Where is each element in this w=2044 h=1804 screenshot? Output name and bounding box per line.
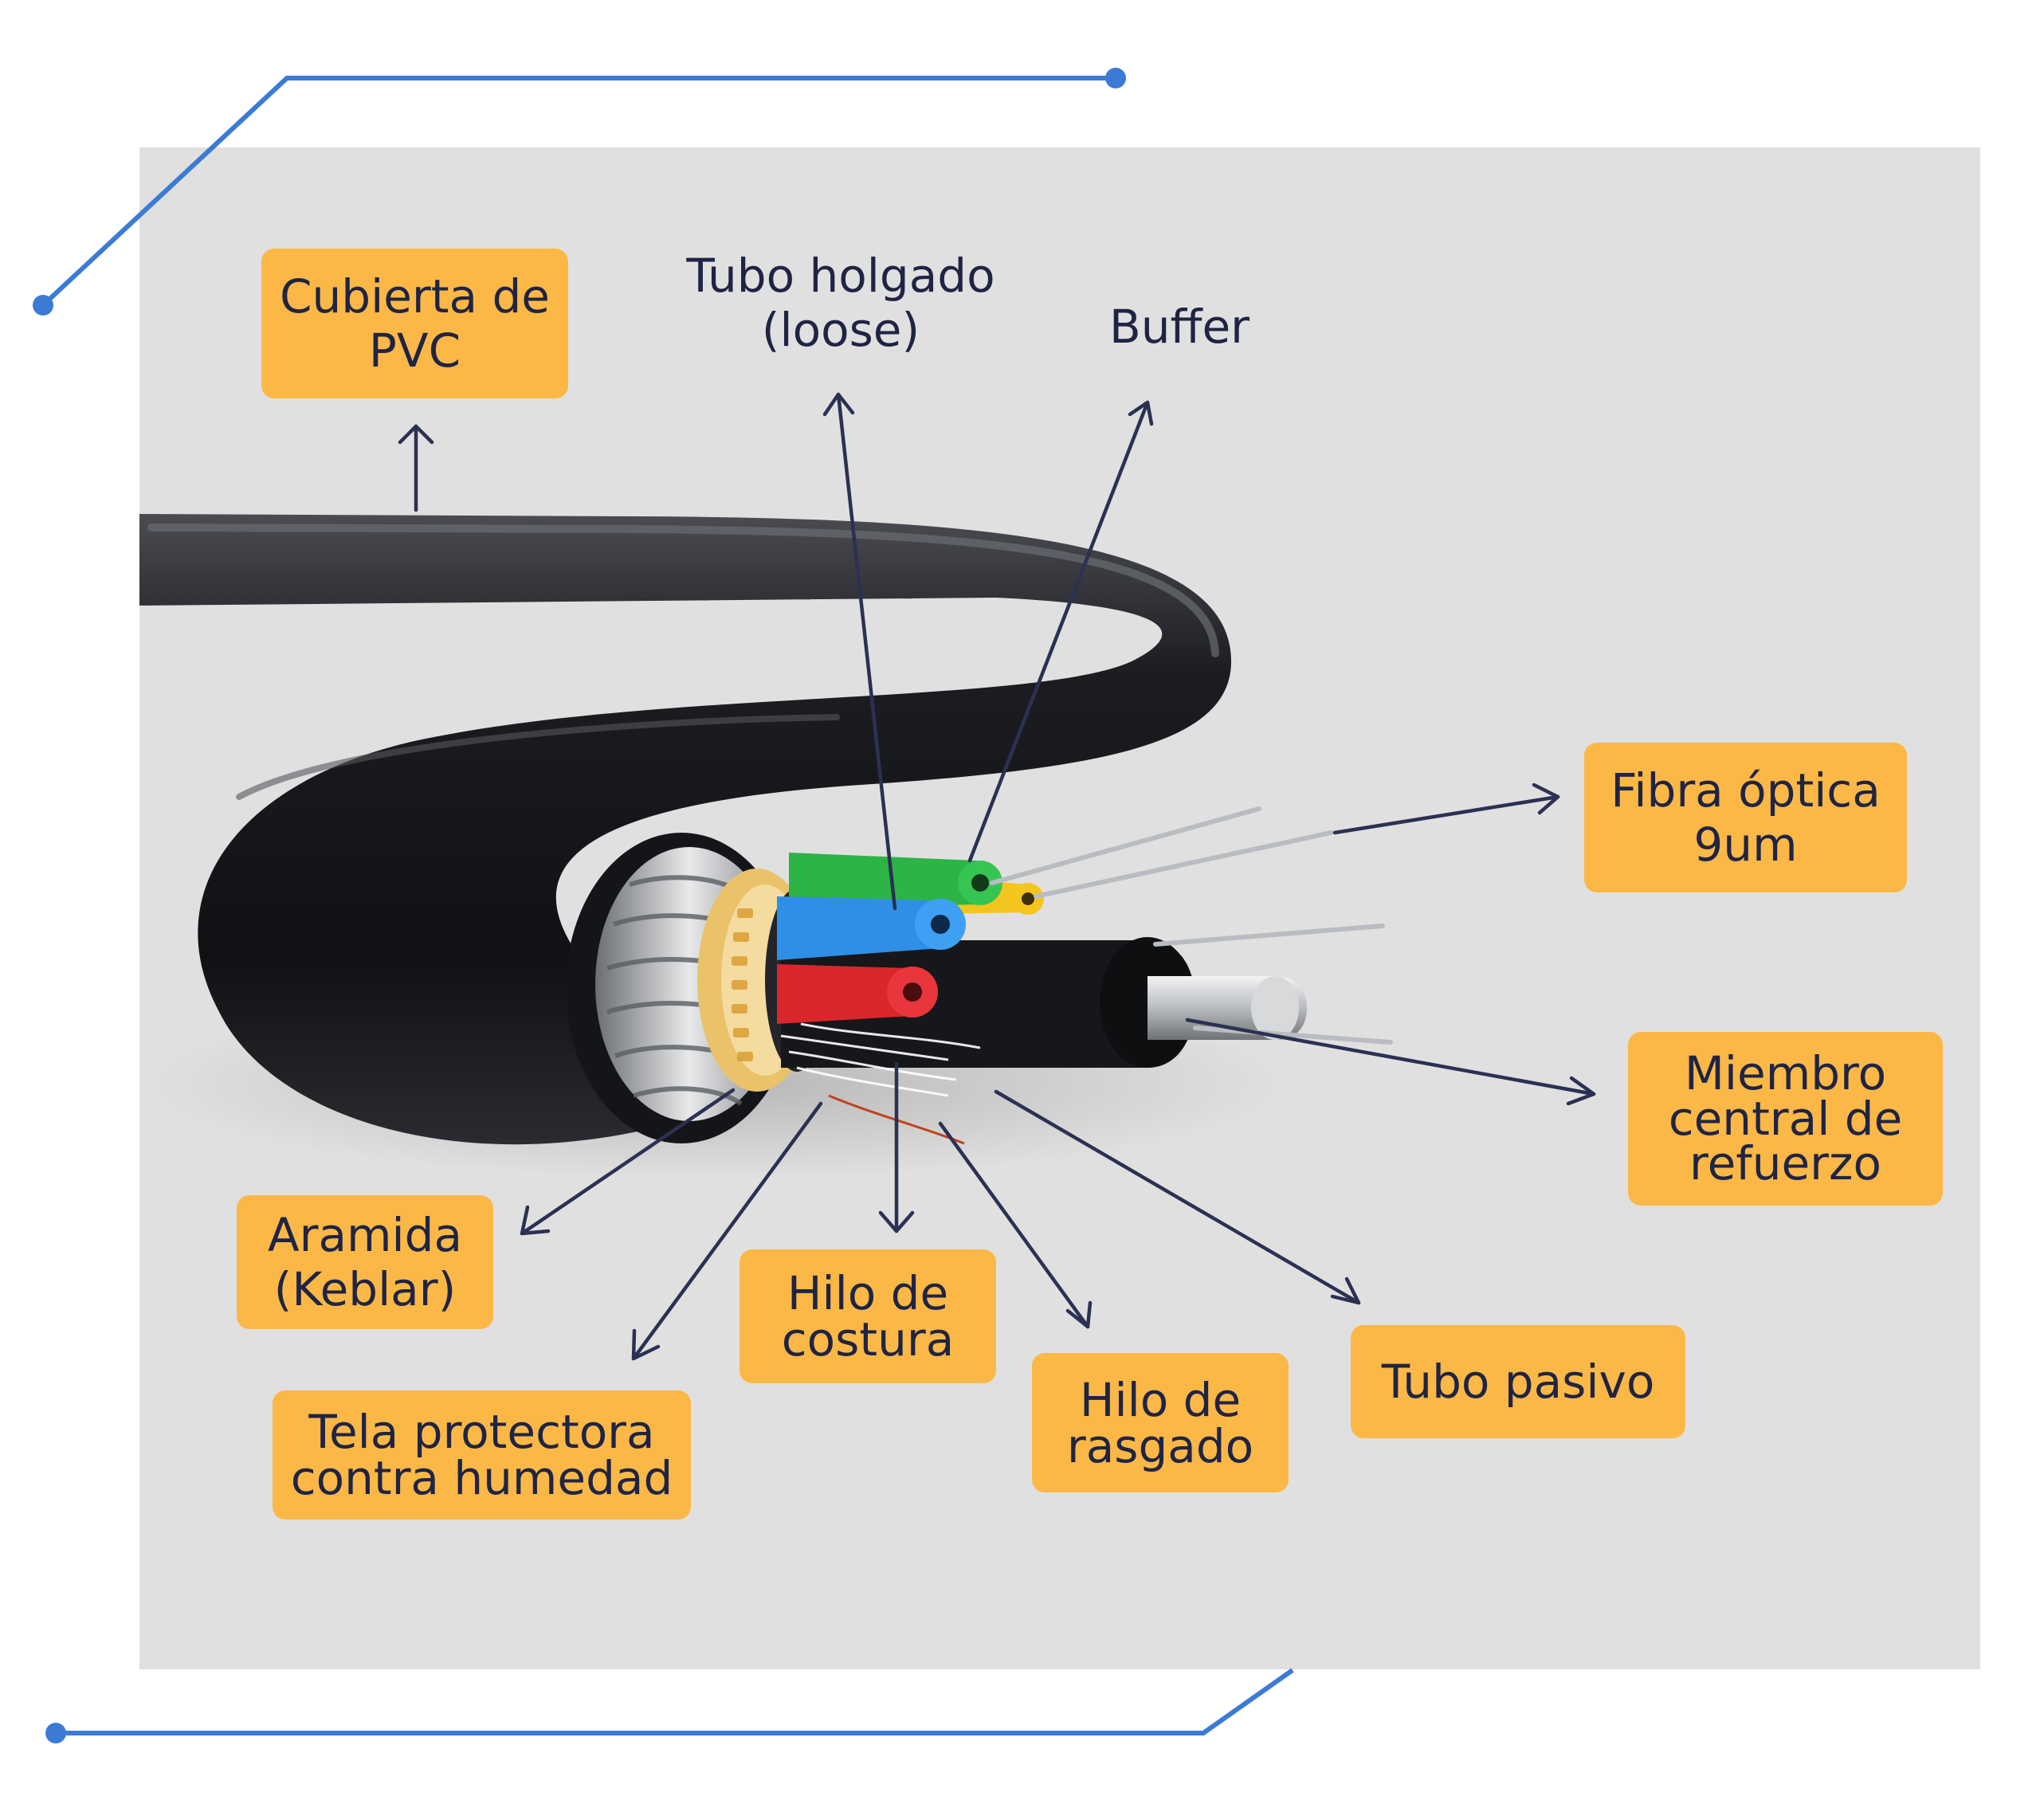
label-hilo-rasgado: Hilo de rasgado (1032, 1353, 1289, 1492)
optical-fibers (990, 806, 1393, 1045)
label-aramida: Aramida (Keblar) (237, 1195, 493, 1329)
leader-arrows (398, 392, 1596, 1361)
frame-dot-top-left (33, 295, 53, 316)
label-buffer: Buffer (1108, 299, 1250, 354)
tube-green (789, 853, 999, 908)
label-fibra-optica: Fibra óptica 9um (1584, 743, 1907, 892)
tube-blue (777, 896, 959, 960)
label-hilo-costura: Hilo de costura (740, 1249, 996, 1383)
label-tubo-pasivo: Tubo pasivo (1351, 1325, 1685, 1438)
label-tubo-holgado: Tubo holgado (loose) (686, 248, 995, 357)
frame-dot-top-right (1105, 68, 1126, 88)
label-tela-protectora: Tela protectora contra humedad (273, 1390, 691, 1520)
label-miembro-central: Miembro central de refuerzo (1628, 1032, 1943, 1206)
tube-passive (970, 1071, 998, 1100)
frame-decoration (41, 76, 1294, 1735)
label-cubierta-pvc: Cubierta de PVC (261, 249, 568, 398)
frame-dot-bottom-left (45, 1723, 66, 1743)
cable-jacket (139, 514, 1231, 1145)
